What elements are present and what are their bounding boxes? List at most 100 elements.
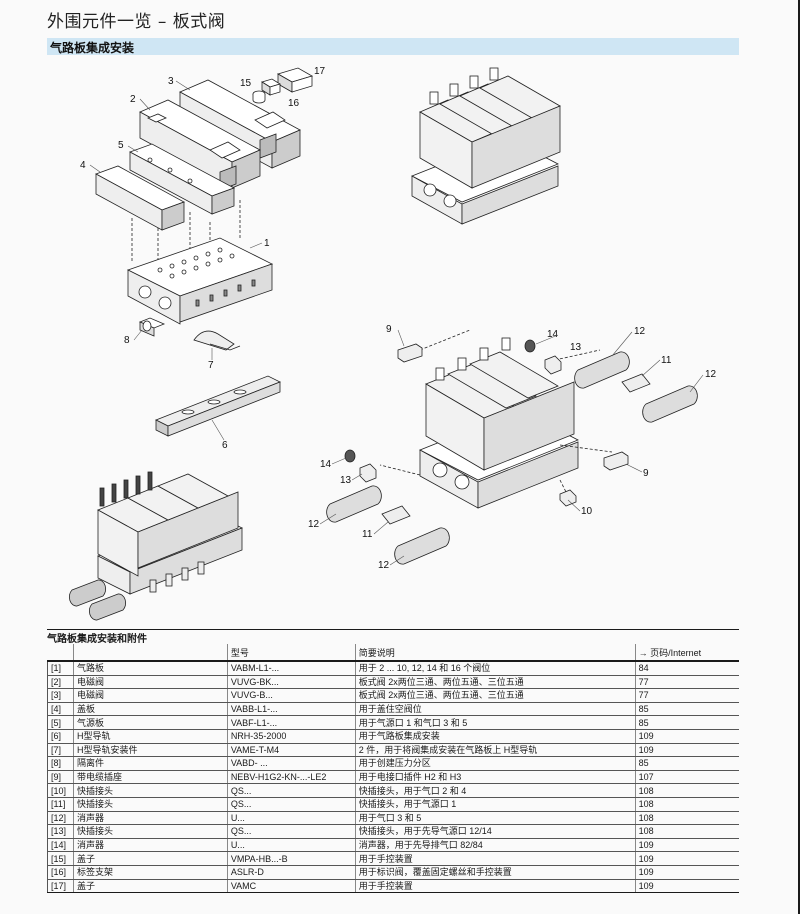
item-number: [15]: [47, 851, 74, 866]
item-name: 快插接头: [72, 797, 228, 812]
component-10-fitting: [559, 489, 577, 507]
callout-11-left: 11: [362, 529, 373, 540]
item-type: VABB-L1-...: [226, 702, 356, 717]
item-name: 隔离件: [72, 756, 228, 771]
assembled-manifold-top-right: [411, 67, 561, 225]
callout-16: 16: [288, 98, 300, 109]
callout-labels: 3 15 17 2 16 5 4 1 8 7 6 9 14 12 13 11 1…: [80, 66, 717, 571]
item-name: 电磁阀: [72, 675, 228, 690]
callout-15: 15: [240, 78, 252, 89]
item-number: [1]: [47, 661, 74, 676]
section-header: 气路板集成安装: [47, 38, 739, 55]
item-number: [13]: [47, 824, 74, 839]
item-page: 108: [634, 824, 739, 839]
item-description: 用于气口 3 和 5: [354, 811, 636, 826]
item-description: 用于手控装置: [354, 851, 636, 866]
item-description: 用于盖住空阀位: [354, 702, 636, 717]
table-title: 气路板集成安装和附件: [47, 634, 147, 645]
component-2-valve: [139, 99, 261, 191]
item-name: 标签支架: [72, 865, 228, 880]
item-type: VMPA-HB...-B: [226, 851, 356, 866]
item-description: 用于电接口插件 H2 和 H3: [354, 770, 636, 785]
item-name: 盖子: [72, 851, 228, 866]
item-page: 109: [634, 851, 739, 866]
item-number: [17]: [47, 879, 74, 894]
item-page: 109: [634, 865, 739, 880]
callout-4: 4: [80, 160, 86, 171]
item-description: 快插接头，用于气源口 1: [354, 797, 636, 812]
component-16-label-holder: [261, 78, 281, 96]
callout-10: 10: [581, 506, 593, 517]
item-name: 消声器: [72, 811, 228, 826]
component-7-rail-mount: [193, 330, 241, 351]
item-page: 109: [634, 879, 739, 894]
item-description: 用于气源口 1 和气口 3 和 5: [354, 715, 636, 730]
item-type: VUVG-B...: [226, 688, 356, 703]
component-4-blanking-plate: [95, 165, 185, 231]
callout-9-bottom: 9: [643, 468, 649, 479]
item-page: 109: [634, 838, 739, 853]
exploded-view-left: [95, 67, 314, 437]
component-9-socket-top: [397, 343, 423, 363]
item-type: VABD- ...: [226, 756, 356, 771]
item-number: [4]: [47, 702, 74, 717]
item-name: 气源板: [72, 715, 228, 730]
item-name: 消声器: [72, 838, 228, 853]
assembled-manifold-bottom-left: [69, 471, 243, 621]
item-number: [5]: [47, 715, 74, 730]
component-1-manifold: [126, 237, 274, 325]
callout-12-top: 12: [634, 326, 646, 337]
item-description: 用于 2 ... 10, 12, 14 和 16 个阀位: [354, 661, 636, 676]
item-name: H型导轨安装件: [72, 743, 228, 758]
item-name: 气路板: [72, 661, 228, 676]
item-number: [2]: [47, 675, 74, 690]
component-9-socket-bottom: [603, 451, 629, 471]
item-description: 板式阀 2x两位三通、两位五通、三位五通: [354, 688, 636, 703]
header-description: 简要说明: [354, 644, 636, 661]
component-6-h-rail: [155, 375, 281, 437]
item-page: 109: [634, 729, 739, 744]
item-description: 用于创建压力分区: [354, 756, 636, 771]
callout-12-bottom: 12: [378, 560, 390, 571]
item-type: VABM-L1-...: [226, 661, 356, 676]
item-number: [6]: [47, 729, 74, 744]
item-description: 用于标识阀，覆盖固定螺丝和手控装置: [354, 865, 636, 880]
exploded-view-right: [326, 329, 698, 565]
section-title: 气路板集成安装: [50, 41, 135, 55]
callout-8: 8: [124, 335, 130, 346]
item-number: [14]: [47, 838, 74, 853]
callout-5: 5: [118, 140, 124, 151]
callout-14-top: 14: [547, 329, 559, 340]
item-number: [8]: [47, 756, 74, 771]
item-type: VABF-L1-...: [226, 715, 356, 730]
item-page: 77: [634, 688, 739, 703]
page-edge: [798, 0, 800, 914]
item-type: QS...: [226, 783, 356, 798]
item-description: 2 件，用于将阀集成安装在气路板上 H型导轨: [354, 743, 636, 758]
item-number: [12]: [47, 811, 74, 826]
item-page: 107: [634, 770, 739, 785]
component-5-supply-plate: [129, 143, 235, 215]
item-type: NRH-35-2000: [226, 729, 356, 744]
callout-12-right: 12: [705, 369, 717, 380]
callout-1: 1: [264, 238, 270, 249]
item-type: NEBV-H1G2-KN-...-LE2: [226, 770, 356, 785]
component-8-separator: [138, 317, 166, 337]
callout-13-top: 13: [570, 342, 582, 353]
item-type: QS...: [226, 824, 356, 839]
item-type: U...: [226, 838, 356, 853]
item-page: 77: [634, 675, 739, 690]
component-15-cap: [252, 90, 266, 104]
